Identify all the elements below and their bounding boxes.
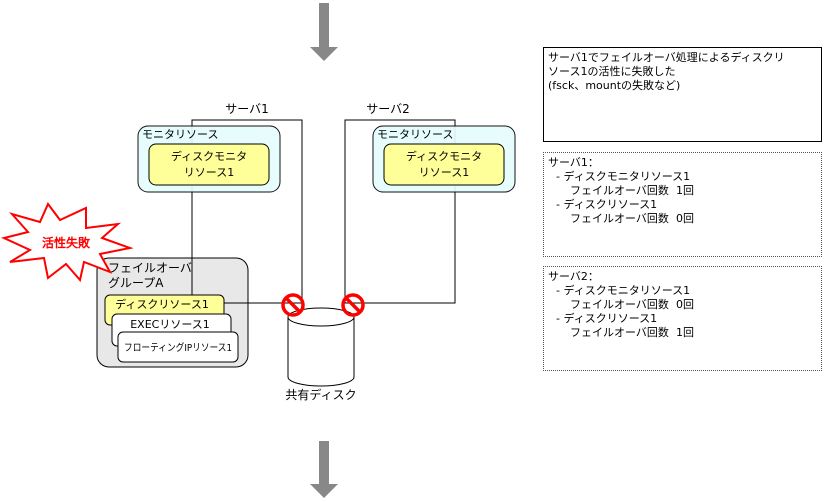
svg-text:EXECリソース1: EXECリソース1	[130, 318, 210, 331]
failover-count-row: フェイルオーバ回数 1回	[548, 184, 817, 198]
server2-status-panel: サーバ2： - ディスクモニタリソース1 フェイルオーバ回数 0回 - ディスク…	[543, 266, 822, 371]
down-arrow-icon	[310, 441, 338, 498]
server1-monitor-group: モニタリソース ディスクモニタ リソース1	[137, 125, 281, 193]
failover-count-value: 1回	[676, 326, 694, 339]
resource-name: - ディスクモニタリソース1	[556, 170, 691, 183]
server1-status-panel: サーバ1： - ディスクモニタリソース1 フェイルオーバ回数 1回 - ディスク…	[543, 152, 822, 257]
monitor-group-label: モニタリソース	[377, 128, 453, 141]
description-panel: サーバ1でフェイルオーバ処理によるディスクリ ソース1の活性に失敗した (fsc…	[543, 47, 822, 142]
failover-count-label: フェイルオーバ回数	[570, 326, 669, 339]
failover-count-label: フェイルオーバ回数	[570, 184, 669, 197]
server2-label: サーバ2	[366, 102, 410, 116]
svg-text:ディスクモニタ: ディスクモニタ	[406, 149, 482, 163]
description-line: ソース1の活性に失敗した	[548, 65, 676, 78]
description-line: サーバ1でフェイルオーバ処理によるディスクリ	[548, 51, 785, 64]
svg-text:フェイルオーバ: フェイルオーバ	[108, 261, 192, 275]
description-line: (fsck、mountの失敗など)	[548, 79, 681, 92]
activation-failure-burst: 活性失敗	[1, 202, 134, 283]
server1-label: サーバ1	[225, 102, 269, 116]
failover-count-value: 1回	[676, 184, 694, 197]
failover-count-value: 0回	[676, 298, 694, 311]
disk-monitor-resource[interactable]: ディスクモニタ リソース1	[383, 143, 505, 186]
svg-text:リソース1: リソース1	[184, 166, 234, 179]
shared-disk[interactable]: 共有ディスク	[285, 307, 357, 402]
failover-count-row: フェイルオーバ回数 1回	[548, 326, 817, 340]
server2-monitor-group: モニタリソース ディスクモニタ リソース1	[372, 125, 516, 193]
monitor-group-label: モニタリソース	[142, 128, 218, 141]
failover-count-label: フェイルオーバ回数	[570, 298, 669, 311]
panel-title: サーバ2：	[548, 270, 599, 283]
shared-disk-label: 共有ディスク	[285, 387, 356, 402]
prohibited-icon	[341, 293, 365, 317]
failover-count-value: 0回	[676, 212, 694, 225]
resource-name: - ディスクモニタリソース1	[556, 284, 691, 297]
down-arrow-icon	[310, 3, 338, 61]
svg-text:フローティングIPリソース1: フローティングIPリソース1	[124, 341, 232, 354]
failover-count-row: フェイルオーバ回数 0回	[548, 298, 817, 312]
floating-ip-resource-1[interactable]: フローティングIPリソース1	[117, 331, 239, 363]
failover-count-label: フェイルオーバ回数	[570, 212, 669, 225]
svg-text:グループA: グループA	[108, 276, 164, 290]
prohibited-icon	[281, 293, 305, 317]
failover-count-row: フェイルオーバ回数 0回	[548, 212, 817, 226]
svg-text:ディスクリソース1: ディスクリソース1	[115, 297, 209, 311]
failure-label: 活性失敗	[42, 235, 91, 250]
svg-text:リソース1: リソース1	[419, 166, 469, 179]
panel-title: サーバ1：	[548, 156, 599, 169]
disk-monitor-resource[interactable]: ディスクモニタ リソース1	[148, 143, 270, 186]
svg-text:ディスクモニタ: ディスクモニタ	[171, 149, 247, 163]
resource-name: - ディスクリソース1	[556, 198, 658, 211]
resource-name: - ディスクリソース1	[556, 312, 658, 325]
